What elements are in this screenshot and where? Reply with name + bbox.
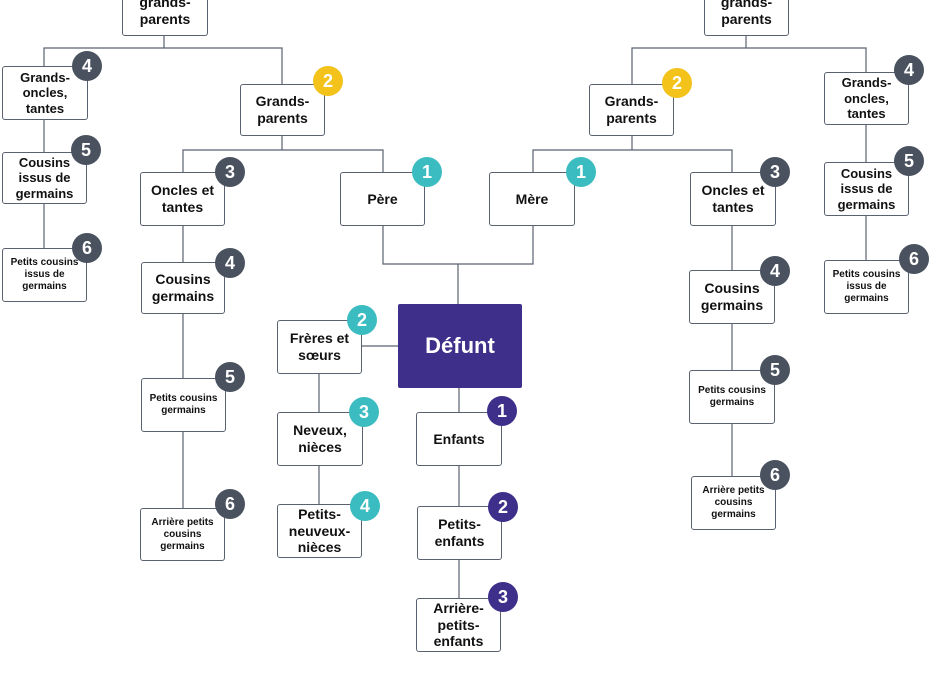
degree-badge: 5 xyxy=(215,362,245,392)
degree-badge: 1 xyxy=(487,396,517,426)
node-left-grands-parents: Grands- parents xyxy=(240,84,325,136)
node-label: Grands- oncles, tantes xyxy=(841,75,892,122)
node-right-cousins-germains: Cousins germains xyxy=(689,270,775,324)
node-label: Petits cousins germains xyxy=(698,385,766,408)
degree-badge: 5 xyxy=(894,146,924,176)
node-label: grands- parents xyxy=(139,0,191,27)
node-label: Neveux, nièces xyxy=(293,422,347,455)
node-neveux: Neveux, nièces xyxy=(277,412,363,466)
node-freres: Frères et sœurs xyxy=(277,320,362,374)
node-top-left-grands-parents: grands- parents xyxy=(122,0,208,36)
node-label: Arrière- petits- enfants xyxy=(433,599,484,650)
degree-badge: 6 xyxy=(760,460,790,490)
node-label: Mère xyxy=(515,190,549,207)
node-petits-enfants: Petits- enfants xyxy=(417,506,502,560)
node-top-right-grands-parents: grands- parents xyxy=(704,0,789,36)
degree-badge: 6 xyxy=(215,489,245,519)
node-defunt: Défunt xyxy=(398,304,522,388)
node-left-arriere-petits-cousins: Arrière petits cousins germains xyxy=(140,508,225,561)
degree-badge: 3 xyxy=(760,157,790,187)
degree-badge: 4 xyxy=(894,55,924,85)
node-left-cousins-issus: Cousins issus de germains xyxy=(2,152,87,204)
degree-badge: 5 xyxy=(71,135,101,165)
node-label: Grands- parents xyxy=(604,93,659,126)
degree-badge: 3 xyxy=(349,397,379,427)
node-label: Cousins issus de germains xyxy=(15,154,74,201)
node-left-cousins-germains: Cousins germains xyxy=(141,262,225,314)
node-enfants: Enfants xyxy=(416,412,502,466)
node-right-grands-oncles: Grands- oncles, tantes xyxy=(824,72,909,125)
node-label: Père xyxy=(367,190,398,207)
node-left-grands-oncles: Grands- oncles, tantes xyxy=(2,66,88,120)
degree-badge: 2 xyxy=(347,305,377,335)
degree-badge: 6 xyxy=(899,244,929,274)
degree-badge: 2 xyxy=(488,492,518,522)
node-petits-neveux: Petits- neuveux- nièces xyxy=(277,504,362,558)
node-label: Cousins germains xyxy=(151,271,215,304)
node-label: Grands- oncles, tantes xyxy=(20,69,70,116)
degree-badge: 1 xyxy=(412,157,442,187)
degree-badge: 4 xyxy=(215,248,245,278)
node-pere: Père xyxy=(340,172,425,226)
node-label: Frères et sœurs xyxy=(289,330,350,363)
node-right-oncles: Oncles et tantes xyxy=(690,172,776,226)
node-label: Cousins issus de germains xyxy=(837,165,896,212)
degree-badge: 4 xyxy=(760,256,790,286)
degree-badge: 6 xyxy=(72,233,102,263)
node-right-petits-cousins-issus: Petits cousins issus de germains xyxy=(824,260,909,314)
node-label: Grands- parents xyxy=(255,93,310,126)
node-right-petits-cousins: Petits cousins germains xyxy=(689,370,775,424)
node-label: Petits- neuveux- nièces xyxy=(288,505,351,556)
node-label: Cousins germains xyxy=(700,280,764,313)
node-label: grands- parents xyxy=(720,0,773,27)
node-label: Oncles et tantes xyxy=(150,182,215,215)
degree-badge: 3 xyxy=(488,582,518,612)
node-right-cousins-issus: Cousins issus de germains xyxy=(824,162,909,216)
node-label: Petits cousins issus de germains xyxy=(832,269,901,304)
node-label: Petits cousins issus de germains xyxy=(10,257,79,292)
degree-badge: 4 xyxy=(350,491,380,521)
node-left-oncles: Oncles et tantes xyxy=(140,172,225,226)
degree-badge: 1 xyxy=(566,157,596,187)
degree-badge: 4 xyxy=(72,51,102,81)
node-label: Arrière petits cousins germains xyxy=(151,516,214,552)
node-label: Défunt xyxy=(425,332,495,358)
node-mere: Mère xyxy=(489,172,575,226)
node-label: Oncles et tantes xyxy=(701,182,765,215)
degree-badge: 2 xyxy=(662,68,692,98)
node-arriere-petits-enfants: Arrière- petits- enfants xyxy=(416,598,501,652)
degree-badge: 2 xyxy=(313,66,343,96)
node-label: Petits- enfants xyxy=(434,516,485,549)
node-label: Enfants xyxy=(433,430,485,447)
node-label: Petits cousins germains xyxy=(149,393,218,416)
node-left-petits-cousins-issus: Petits cousins issus de germains xyxy=(2,248,87,302)
degree-badge: 5 xyxy=(760,355,790,385)
node-label: Arrière petits cousins germains xyxy=(702,485,765,520)
degree-badge: 3 xyxy=(215,157,245,187)
node-right-arriere-petits-cousins: Arrière petits cousins germains xyxy=(691,476,776,530)
node-left-petits-cousins: Petits cousins germains xyxy=(141,378,226,432)
node-right-grands-parents: Grands- parents xyxy=(589,84,674,136)
